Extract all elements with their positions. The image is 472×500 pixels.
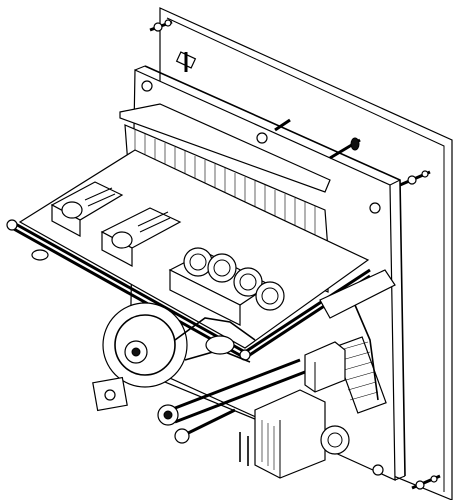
coil-right [320, 336, 387, 455]
motor-wheel [92, 302, 188, 412]
side-bracket-right [319, 269, 396, 401]
shaft-spindle [256, 118, 361, 160]
frame-screw-bottom-right [372, 464, 384, 476]
relay-center [100, 207, 182, 267]
mounting-stud-right [399, 170, 431, 187]
lower-roller [157, 358, 306, 444]
capacitor-bank [168, 247, 285, 326]
mounting-stud-bottom-right [411, 474, 441, 490]
relay-left [50, 181, 124, 238]
frame-screw-top-right [369, 202, 381, 214]
mounting-stud-top-left [149, 19, 173, 32]
relay-box-lower [304, 341, 346, 393]
transformer [239, 389, 326, 479]
frame-screw-top-left [141, 80, 153, 92]
linkage-mechanism [174, 317, 256, 363]
